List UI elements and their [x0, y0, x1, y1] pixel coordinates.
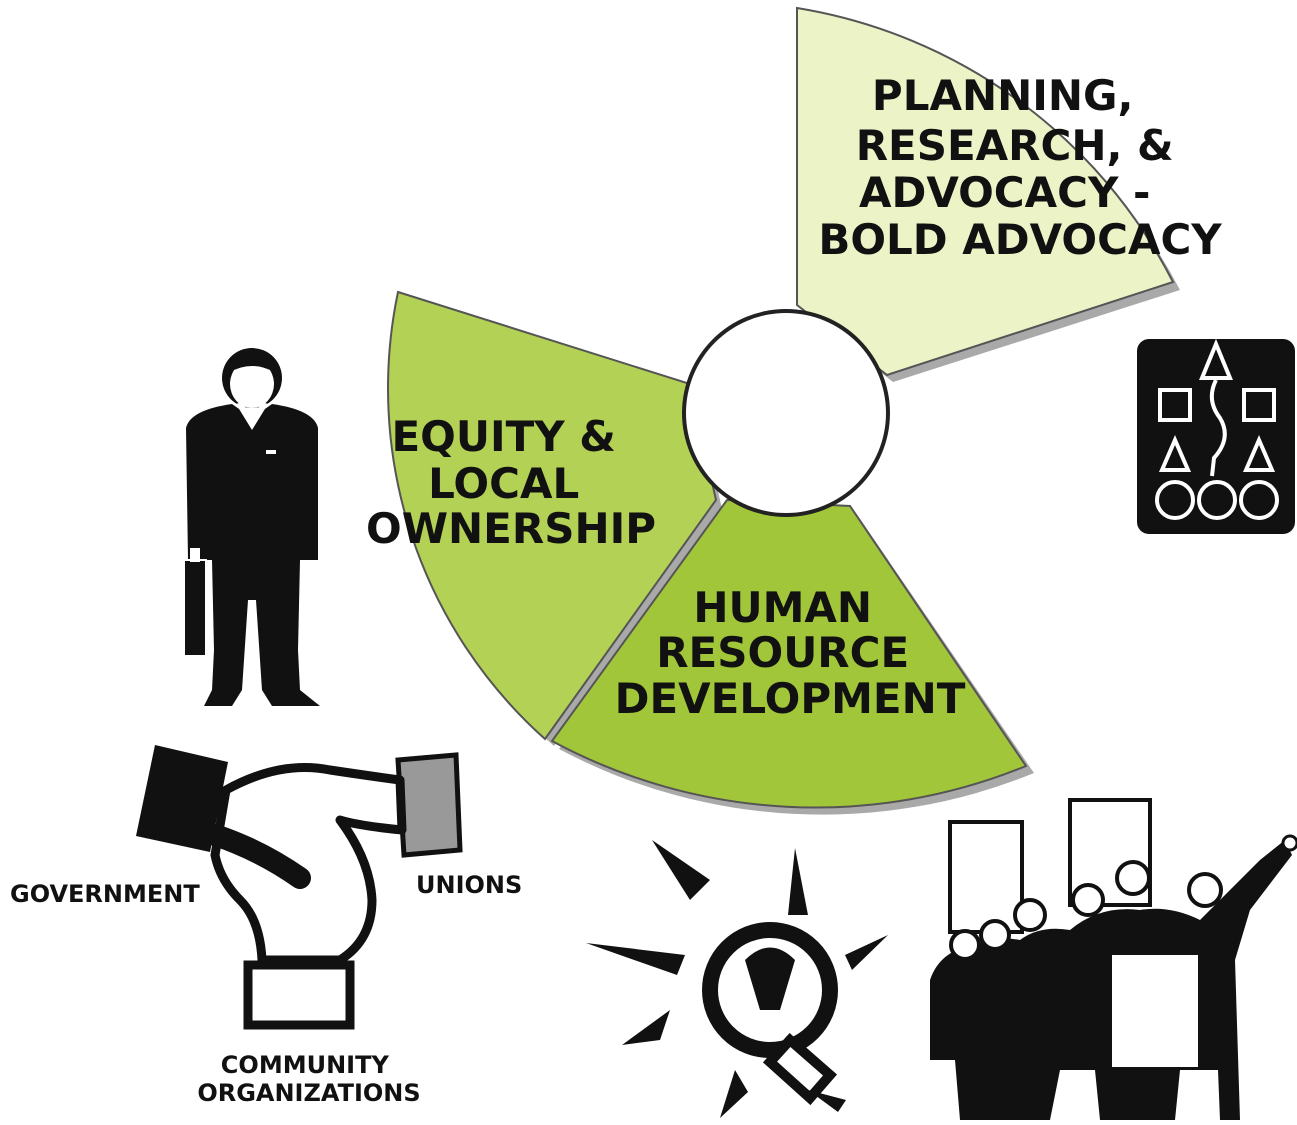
caption-unions: UNIONS [416, 871, 522, 899]
caption-community-line-1: COMMUNITY [221, 1051, 390, 1079]
segment-human-line-3: DEVELOPMENT [615, 674, 966, 723]
segment-human-line-2: RESOURCE [656, 628, 909, 677]
protest-crowd-icon [930, 798, 1297, 1120]
segment-planning-line-2: RESEARCH, & [856, 121, 1174, 170]
org-chart-icon [1137, 338, 1295, 534]
segment-planning-line-1: PLANNING, [872, 71, 1134, 120]
segment-equity-line-1: EQUITY & [391, 412, 615, 461]
center-hub [686, 313, 886, 513]
segment-human-line-1: HUMAN [693, 583, 872, 632]
segment-equity-line-2: LOCAL [428, 459, 579, 508]
segment-planning-line-4: BOLD ADVOCACY [818, 215, 1222, 264]
segment-equity: EQUITY & LOCAL OWNERSHIP [366, 290, 722, 746]
lightbulb-icon [586, 840, 888, 1118]
caption-community-line-2: ORGANIZATIONS [197, 1079, 420, 1107]
handshake-hand [210, 763, 407, 965]
segment-human-shape [550, 498, 1028, 809]
segment-human-label: HUMAN RESOURCE DEVELOPMENT [615, 583, 966, 723]
segment-equity-shape [387, 290, 718, 741]
segment-equity-line-3: OWNERSHIP [366, 504, 656, 553]
segment-planning: PLANNING, RESEARCH, & ADVOCACY - BOLD AD… [796, 6, 1222, 382]
segment-planning-label: PLANNING, RESEARCH, & ADVOCACY - BOLD AD… [818, 71, 1222, 264]
segment-human: HUMAN RESOURCE DEVELOPMENT [550, 498, 1034, 815]
handshake-left-cuff [136, 745, 228, 852]
businessman-icon [183, 348, 320, 706]
handshake-fingers [204, 824, 311, 889]
handshake-right-cuff [395, 752, 463, 858]
caption-community: COMMUNITY ORGANIZATIONS [197, 1051, 420, 1107]
segment-equity-label: EQUITY & LOCAL OWNERSHIP [366, 412, 656, 553]
handshake-icon [136, 745, 463, 1030]
segment-planning-line-3: ADVOCACY - [859, 168, 1150, 217]
handshake-bottom-cuff [243, 960, 355, 1030]
caption-government: GOVERNMENT [10, 880, 200, 908]
segment-planning-shape [796, 6, 1175, 377]
